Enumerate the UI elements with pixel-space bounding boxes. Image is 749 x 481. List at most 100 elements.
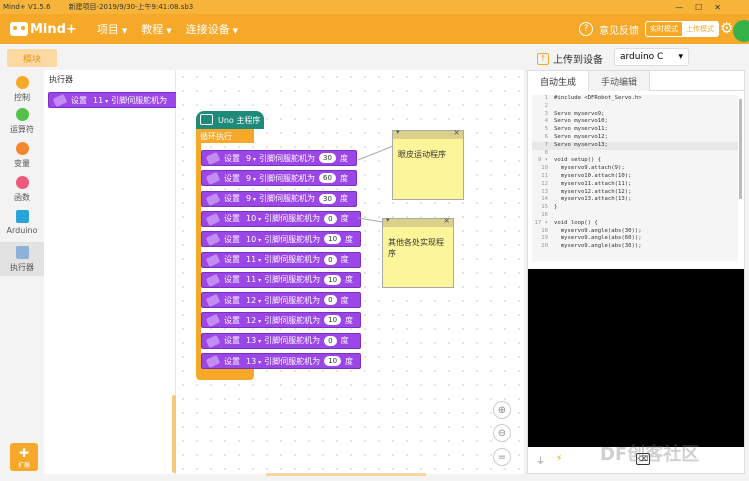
uno-board-icon	[200, 114, 213, 125]
servo-icon	[205, 212, 221, 227]
pin-dropdown[interactable]: 10	[246, 235, 261, 244]
servo-icon	[205, 314, 221, 328]
angle-input[interactable]: 10	[324, 274, 342, 285]
pin-dropdown[interactable]: 13	[246, 336, 261, 345]
chevron-down-icon: ▾	[678, 52, 683, 62]
code-line: 12 myservo11.attach(11);	[541, 180, 632, 187]
extension-icon: ✚	[18, 445, 30, 460]
close-button[interactable]: ✕	[714, 2, 721, 12]
category-functions[interactable]: 函数	[0, 176, 44, 206]
code-line: 14 myservo13.attach(13);	[541, 196, 632, 203]
code-line: 8	[544, 149, 548, 156]
angle-input[interactable]: 10	[324, 234, 342, 245]
pin-dropdown[interactable]: 9	[246, 154, 256, 163]
mode-switch[interactable]: 实时模式 上传模式	[645, 21, 719, 37]
module-button[interactable]: 模块	[7, 49, 57, 67]
project-name: 新建项目-2019/9/30-上午9:41:08.sb3	[68, 3, 194, 11]
loop-block-side	[196, 143, 201, 368]
pin-dropdown[interactable]: 9	[246, 194, 256, 203]
code-line: 15}	[541, 204, 558, 211]
watermark-logo: DF创客社区	[600, 444, 700, 465]
pin-dropdown[interactable]: 11	[246, 275, 261, 284]
minimize-button[interactable]: —	[675, 2, 684, 12]
code-scrollbar[interactable]	[739, 99, 742, 199]
upload-button[interactable]: ↑ 上传到设备	[537, 51, 603, 66]
note-header[interactable]	[393, 128, 463, 139]
category-actuators[interactable]: 执行器	[0, 242, 44, 276]
angle-input[interactable]: 0	[324, 254, 337, 265]
menu-bar: Mind+ 项目▼ 教程▼ 连接设备▼ ? 意见反馈 实时模式 上传模式 ⚙	[0, 14, 749, 44]
robot-logo-icon	[10, 22, 28, 36]
category-operators[interactable]: 运算符	[0, 108, 44, 138]
main-program-block[interactable]: Uno 主程序	[196, 111, 264, 129]
menu-tutorial[interactable]: 教程▼	[141, 23, 172, 36]
pin-dropdown[interactable]: 13	[246, 357, 261, 366]
code-line: 2	[544, 102, 548, 109]
maximize-button[interactable]: ☐	[695, 2, 703, 12]
tab-auto-generate[interactable]: 自动生成	[528, 71, 590, 91]
angle-input[interactable]: 10	[324, 356, 342, 366]
workspace-horizontal-scrollbar[interactable]	[266, 473, 426, 476]
upload-icon: ↑	[537, 52, 549, 65]
angle-input[interactable]: 0	[324, 335, 337, 346]
comment-note-eyelid[interactable]: 眼皮运动程序	[392, 128, 464, 200]
servo-set-block[interactable]: 设置11引脚伺服舵机为10度	[201, 271, 361, 288]
feedback-link[interactable]: 意见反馈	[599, 25, 639, 37]
servo-set-block[interactable]: 设置12引脚伺服舵机为0度	[201, 292, 361, 309]
menu-project[interactable]: 项目▼	[96, 23, 128, 36]
zoom-reset-button[interactable]: =	[493, 448, 511, 466]
servo-set-block[interactable]: 设置11引脚伺服舵机为0度	[201, 251, 361, 268]
tab-manual-edit[interactable]: 手动编辑	[589, 71, 651, 91]
angle-input[interactable]: 30	[319, 193, 336, 204]
pin-dropdown[interactable]: 11	[246, 255, 261, 264]
zoom-in-button[interactable]: ⊕	[493, 401, 511, 419]
pin-dropdown[interactable]: 12	[246, 296, 261, 305]
category-arduino[interactable]: Arduino	[0, 210, 44, 240]
servo-set-block[interactable]: 设置12引脚伺服舵机为10度	[201, 312, 361, 329]
servo-icon	[52, 93, 68, 108]
angle-input[interactable]: 30	[319, 153, 336, 163]
angle-input[interactable]: 60	[319, 173, 336, 184]
menu-connect-device[interactable]: 连接设备▼	[185, 23, 239, 36]
note-header[interactable]	[383, 216, 453, 227]
flyout-servo-block[interactable]: 设置 11 引脚伺服舵机为	[48, 92, 178, 108]
pin-dropdown[interactable]: 9	[246, 174, 256, 183]
pin-dropdown[interactable]: 12	[246, 316, 261, 325]
servo-set-block[interactable]: 设置9引脚伺服舵机为60度	[201, 170, 357, 187]
servo-set-block[interactable]: 设置13引脚伺服舵机为10度	[201, 353, 361, 369]
angle-input[interactable]: 10	[324, 315, 342, 326]
workspace-vertical-scrollbar[interactable]	[172, 395, 176, 473]
code-line: 20 myservo9.angle(abs(30));	[541, 243, 642, 250]
serial-monitor[interactable]	[528, 269, 744, 447]
code-line: 9 ▾void setup() {	[537, 157, 602, 164]
plug-icon[interactable]: ⚡	[556, 454, 563, 464]
help-icon[interactable]: ?	[579, 22, 593, 36]
usb-icon[interactable]: ⏚	[536, 457, 546, 467]
clear-serial-icon[interactable]: ⌫	[636, 453, 650, 465]
servo-set-block[interactable]: 设置10引脚伺服舵机为10度	[201, 231, 361, 248]
board-select[interactable]: arduino C▾	[614, 48, 689, 66]
code-line: 11 myservo10.attach(10);	[541, 172, 632, 179]
app-version: Mind+ V1.5.6	[3, 3, 51, 11]
servo-set-block[interactable]: 设置9引脚伺服舵机为30度	[201, 150, 357, 166]
angle-input[interactable]: 0	[324, 295, 337, 306]
angle-input[interactable]: 0	[324, 213, 337, 224]
code-line: 16	[541, 211, 548, 218]
servo-set-block[interactable]: 设置10引脚伺服舵机为0度	[201, 210, 361, 227]
category-control[interactable]: 控制	[0, 76, 44, 106]
loop-block[interactable]: 循环执行	[196, 129, 254, 143]
window-titlebar: Mind+ V1.5.6 新建项目-2019/9/30-上午9:41:08.sb…	[0, 0, 749, 14]
zoom-out-button[interactable]: ⊖	[493, 424, 511, 442]
gear-icon[interactable]: ⚙	[720, 19, 734, 37]
code-line: 10 myservo9.attach(9);	[541, 165, 625, 172]
servo-set-block[interactable]: 设置13引脚伺服舵机为0度	[201, 332, 361, 349]
upload-mode-button[interactable]: 上传模式	[682, 22, 718, 36]
realtime-mode-button[interactable]: 实时模式	[650, 25, 678, 33]
servo-set-block[interactable]: 设置9引脚伺服舵机为30度	[201, 190, 357, 207]
category-variables[interactable]: 变量	[0, 142, 44, 172]
extensions-button[interactable]: ✚ 扩展	[10, 443, 38, 471]
comment-note-other[interactable]: 其他各处实现程序	[382, 216, 454, 288]
pin-dropdown[interactable]: 10	[246, 214, 261, 223]
